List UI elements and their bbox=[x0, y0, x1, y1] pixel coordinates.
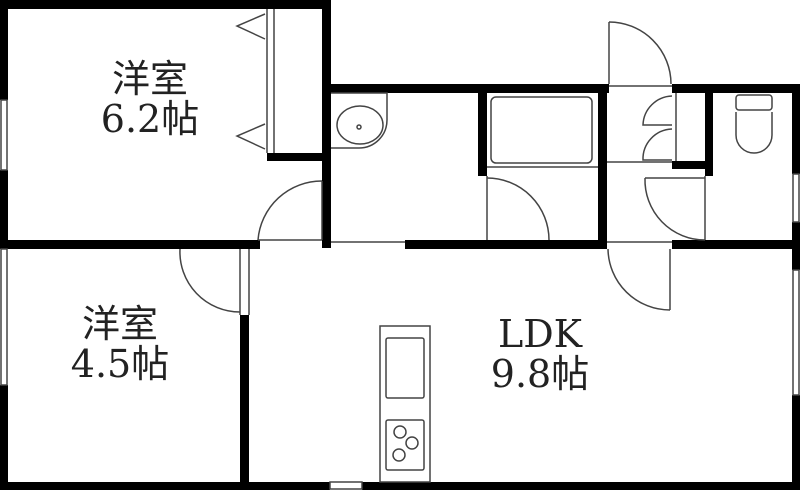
wall bbox=[705, 84, 713, 176]
wall bbox=[362, 482, 800, 490]
window bbox=[329, 481, 363, 490]
bathtub bbox=[490, 96, 593, 164]
wall bbox=[0, 482, 330, 490]
wall bbox=[672, 161, 713, 169]
wall bbox=[0, 170, 8, 240]
wall bbox=[672, 84, 800, 93]
wall bbox=[0, 240, 260, 249]
window bbox=[792, 173, 800, 223]
room-name: LDK bbox=[497, 312, 583, 356]
window bbox=[0, 99, 8, 171]
room-label-western-1: 洋室 6.2帖 bbox=[60, 57, 240, 141]
room-name: 洋室 bbox=[81, 302, 158, 346]
wall bbox=[0, 0, 8, 100]
room-size: 9.8帖 bbox=[490, 351, 590, 396]
wall bbox=[322, 84, 609, 93]
stove bbox=[385, 419, 425, 471]
room-name: 洋室 bbox=[111, 57, 188, 101]
wall bbox=[240, 315, 249, 490]
room-label-western-2: 洋室 4.5帖 bbox=[30, 302, 210, 386]
room-size: 6.2帖 bbox=[100, 96, 200, 141]
wall bbox=[0, 0, 330, 9]
window bbox=[792, 269, 800, 396]
kitchen-sink bbox=[385, 337, 425, 399]
toilet bbox=[735, 94, 773, 111]
wall bbox=[672, 240, 800, 249]
wall bbox=[267, 153, 327, 161]
wall bbox=[0, 385, 8, 490]
washbasin bbox=[331, 92, 388, 149]
kitchen-counter bbox=[379, 325, 431, 483]
wall bbox=[322, 0, 331, 248]
wall bbox=[598, 84, 607, 249]
wall bbox=[792, 395, 800, 490]
window bbox=[0, 248, 8, 386]
wall bbox=[792, 84, 800, 174]
room-label-ldk: LDK 9.8帖 bbox=[450, 312, 630, 396]
room-size: 4.5帖 bbox=[70, 341, 170, 386]
wall bbox=[405, 240, 605, 249]
wall bbox=[478, 84, 487, 176]
